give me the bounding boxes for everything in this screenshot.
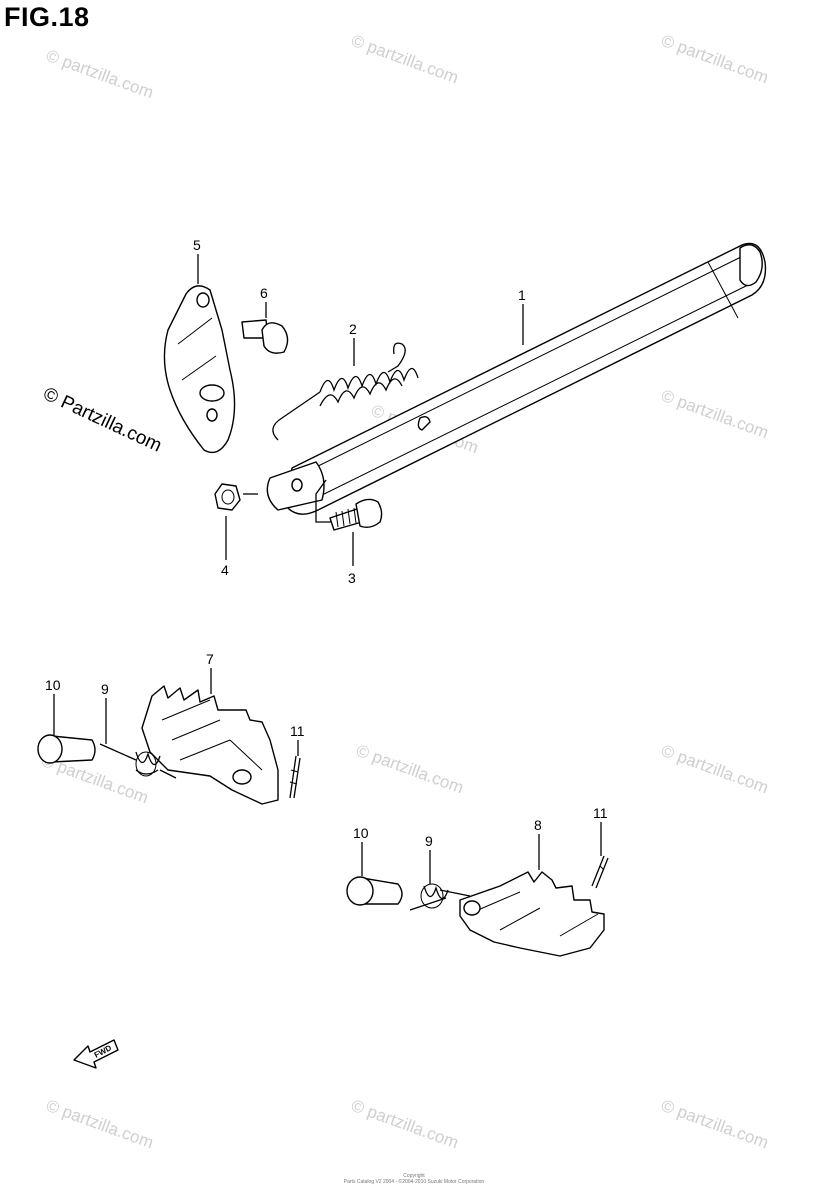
watermark: © partzilla.com xyxy=(354,741,466,797)
bolt-small xyxy=(241,319,289,354)
callout-4: 4 xyxy=(221,562,229,578)
watermark: © partzilla.com xyxy=(349,1096,461,1152)
watermark-primary: © Partzilla.com xyxy=(40,383,165,456)
nut xyxy=(214,483,241,511)
callout-11a: 11 xyxy=(290,723,305,739)
cotter-pin-left xyxy=(289,755,301,799)
pin-left xyxy=(37,734,96,764)
callout-10b: 10 xyxy=(353,825,369,841)
callout-7: 7 xyxy=(206,651,214,667)
callout-labels: 1 2 3 4 5 6 7 8 9 9 10 10 11 11 xyxy=(45,237,608,849)
callout-5: 5 xyxy=(193,237,201,253)
copyright-line2: Parts Catalog V2 2004 - ©2004-2010 Suzuk… xyxy=(343,1179,485,1185)
callout-9b: 9 xyxy=(425,833,433,849)
footrest-right xyxy=(459,871,605,957)
callout-9a: 9 xyxy=(101,681,109,697)
watermark: © partzilla.com xyxy=(44,1096,156,1152)
figure-title: FIG.18 xyxy=(4,2,90,32)
footrest-left xyxy=(141,685,279,805)
watermark: © partzilla.com xyxy=(349,31,461,87)
callout-10a: 10 xyxy=(45,677,61,693)
watermark: © partzilla.com xyxy=(659,1096,771,1152)
watermark: © partzilla.com xyxy=(659,386,771,442)
watermarks: © partzilla.com © partzilla.com © partzi… xyxy=(39,31,771,1152)
leader-lines xyxy=(53,254,602,884)
watermark: © partzilla.com xyxy=(44,46,156,102)
callout-3: 3 xyxy=(348,570,356,586)
spring xyxy=(272,342,419,441)
torsion-spring-left xyxy=(99,743,177,779)
callout-1: 1 xyxy=(518,287,526,303)
watermark: © partzilla.com xyxy=(659,741,771,797)
copyright-line1: Copyright xyxy=(403,1173,425,1179)
forward-direction-arrow: FWD xyxy=(73,1039,119,1069)
callout-8: 8 xyxy=(534,817,542,833)
pin-right xyxy=(346,876,403,906)
bolt xyxy=(329,498,383,531)
bracket xyxy=(163,285,236,454)
callout-6: 6 xyxy=(260,285,268,301)
copyright-notice: Copyright Parts Catalog V2 2004 - ©2004-… xyxy=(0,1173,828,1185)
cotter-pin-right xyxy=(591,855,609,889)
side-stand xyxy=(266,242,767,515)
watermark: © partzilla.com xyxy=(659,31,771,87)
torsion-spring-right xyxy=(409,883,471,911)
callout-11b: 11 xyxy=(593,805,608,821)
callout-2: 2 xyxy=(349,321,357,337)
